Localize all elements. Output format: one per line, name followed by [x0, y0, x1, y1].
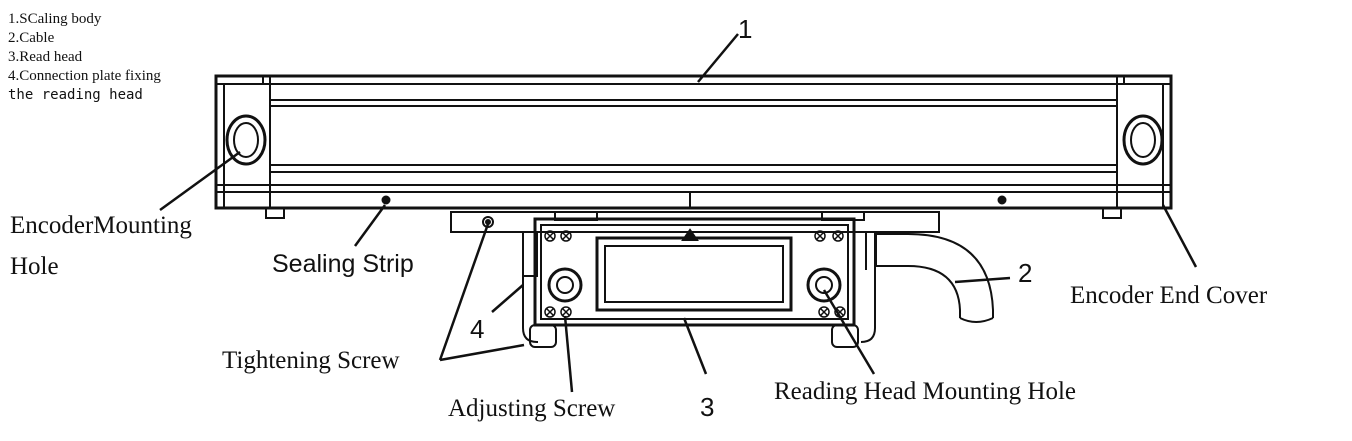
- legend: 1.SCaling body 2.Cable 3.Read head 4.Con…: [8, 10, 161, 105]
- callout-1: 1: [738, 14, 753, 44]
- label-tightening-screw: Tightening Screw: [222, 347, 400, 374]
- sealing-strip-dot: [997, 195, 1007, 205]
- label-sealing-strip: Sealing Strip: [272, 250, 414, 278]
- encoder-mounting-hole-right: [1122, 114, 1164, 166]
- label-encoder-mounting-hole-line2: Hole: [10, 253, 59, 280]
- legend-item: 4.Connection plate fixing: [8, 68, 161, 84]
- callout-3: 3: [700, 392, 715, 422]
- encoder-mounting-hole-left: [225, 114, 267, 166]
- legend-item: 2.Cable: [8, 30, 55, 46]
- label-encoder-end-cover: Encoder End Cover: [1070, 282, 1268, 309]
- read-head: [522, 217, 876, 348]
- scaling-body: [214, 74, 1173, 219]
- label-reading-head-mounting-hole: Reading Head Mounting Hole: [774, 378, 1077, 405]
- legend-item: 3.Read head: [8, 49, 83, 65]
- callout-2: 2: [1018, 258, 1033, 288]
- legend-item: the reading head: [8, 87, 143, 103]
- callout-4: 4: [470, 314, 485, 344]
- label-adjusting-screw: Adjusting Screw: [448, 395, 616, 422]
- label-encoder-mounting-hole: EncoderMounting: [10, 212, 192, 239]
- sealing-strip-dot: [381, 195, 391, 205]
- leader-lines: [159, 33, 1198, 393]
- cable: [865, 232, 994, 323]
- legend-item: 1.SCaling body: [8, 11, 102, 27]
